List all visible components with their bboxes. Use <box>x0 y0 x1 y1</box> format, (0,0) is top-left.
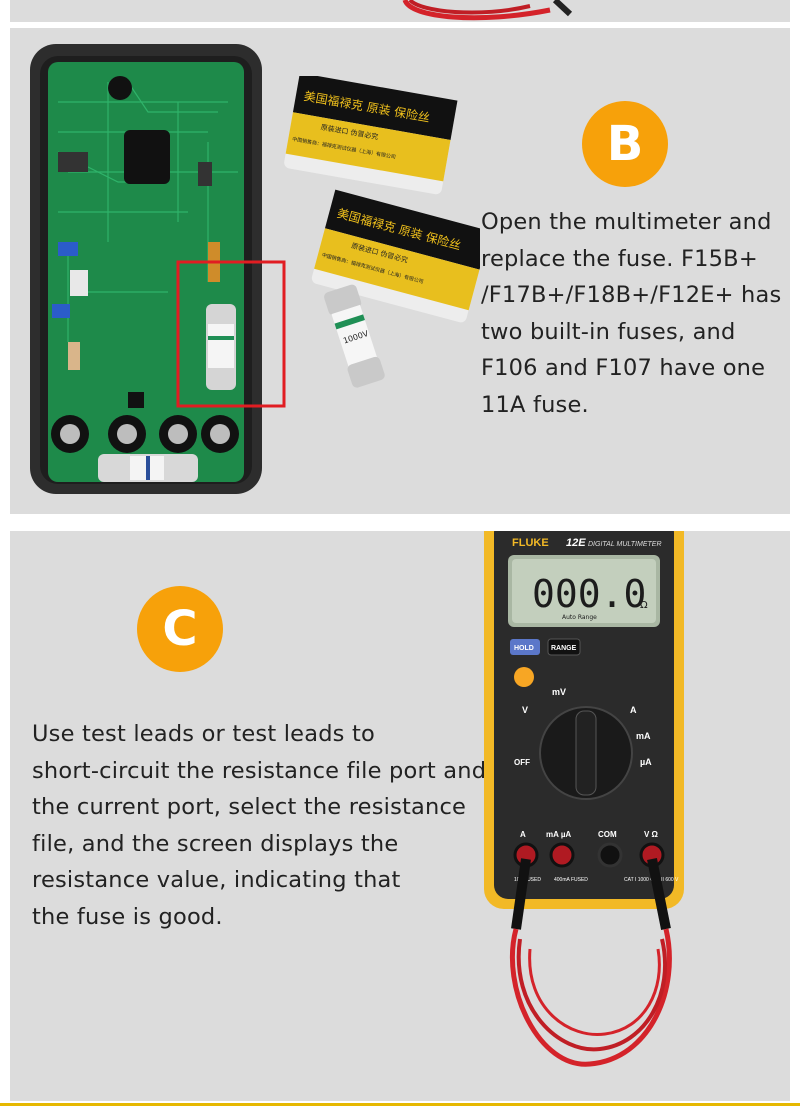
multimeter-image: FLUKE 12E DIGITAL MULTIMETER 000.0 Ω Aut… <box>484 531 684 1067</box>
range-label: RANGE <box>551 645 577 652</box>
step-c-description: Use test leads or test leads to short-ci… <box>32 721 487 930</box>
model-label: 12E <box>566 537 586 549</box>
lcd-mode: Auto Range <box>562 614 597 621</box>
port-a-label: A <box>520 830 526 839</box>
port-com-jack[interactable] <box>597 842 623 868</box>
red-lead-tail <box>402 0 573 21</box>
dial-a-label: A <box>630 705 637 715</box>
port-fused-400ma: 400mA FUSED <box>554 877 588 883</box>
dial-off-label: OFF <box>514 758 530 767</box>
bottom-accent-line <box>0 1103 800 1106</box>
subtitle-label: DIGITAL MULTIMETER <box>588 541 662 548</box>
loose-fuse-image: 1000V <box>324 284 385 388</box>
test-leads <box>509 858 672 1067</box>
step-b-description: Open the multimeter and replace the fuse… <box>481 209 782 418</box>
rotary-dial[interactable] <box>539 706 633 800</box>
port-com-label: COM <box>598 830 617 839</box>
lcd-value: 000.0 <box>532 572 646 616</box>
port-v-ohm-label: V Ω <box>644 830 659 839</box>
dial-mv-label: mV <box>552 687 566 697</box>
dial-v-label: V <box>522 705 528 715</box>
brand-label: FLUKE <box>512 537 549 549</box>
section-c-panel: C Use test leads or test leads to short-… <box>10 531 790 1101</box>
backlight-button[interactable] <box>514 667 534 687</box>
lcd-unit: Ω <box>640 600 648 611</box>
top-strip <box>10 0 790 22</box>
step-b-badge: B <box>582 101 668 187</box>
dial-ua-label: µA <box>640 757 652 767</box>
hold-label: HOLD <box>514 645 534 652</box>
step-c-badge: C <box>137 586 223 672</box>
port-ma-ua-label: mA µA <box>546 830 571 839</box>
open-multimeter-image <box>30 44 286 494</box>
range-button[interactable] <box>547 638 581 656</box>
hold-button[interactable] <box>510 639 540 655</box>
section-b-panel: 美国福禄克 原装 保险丝 原装进口 伪冒必究 中国销售商：福禄克测试仪器（上海）… <box>10 28 790 514</box>
dial-ma-label: mA <box>636 731 651 741</box>
port-ma-jack[interactable] <box>549 842 575 868</box>
